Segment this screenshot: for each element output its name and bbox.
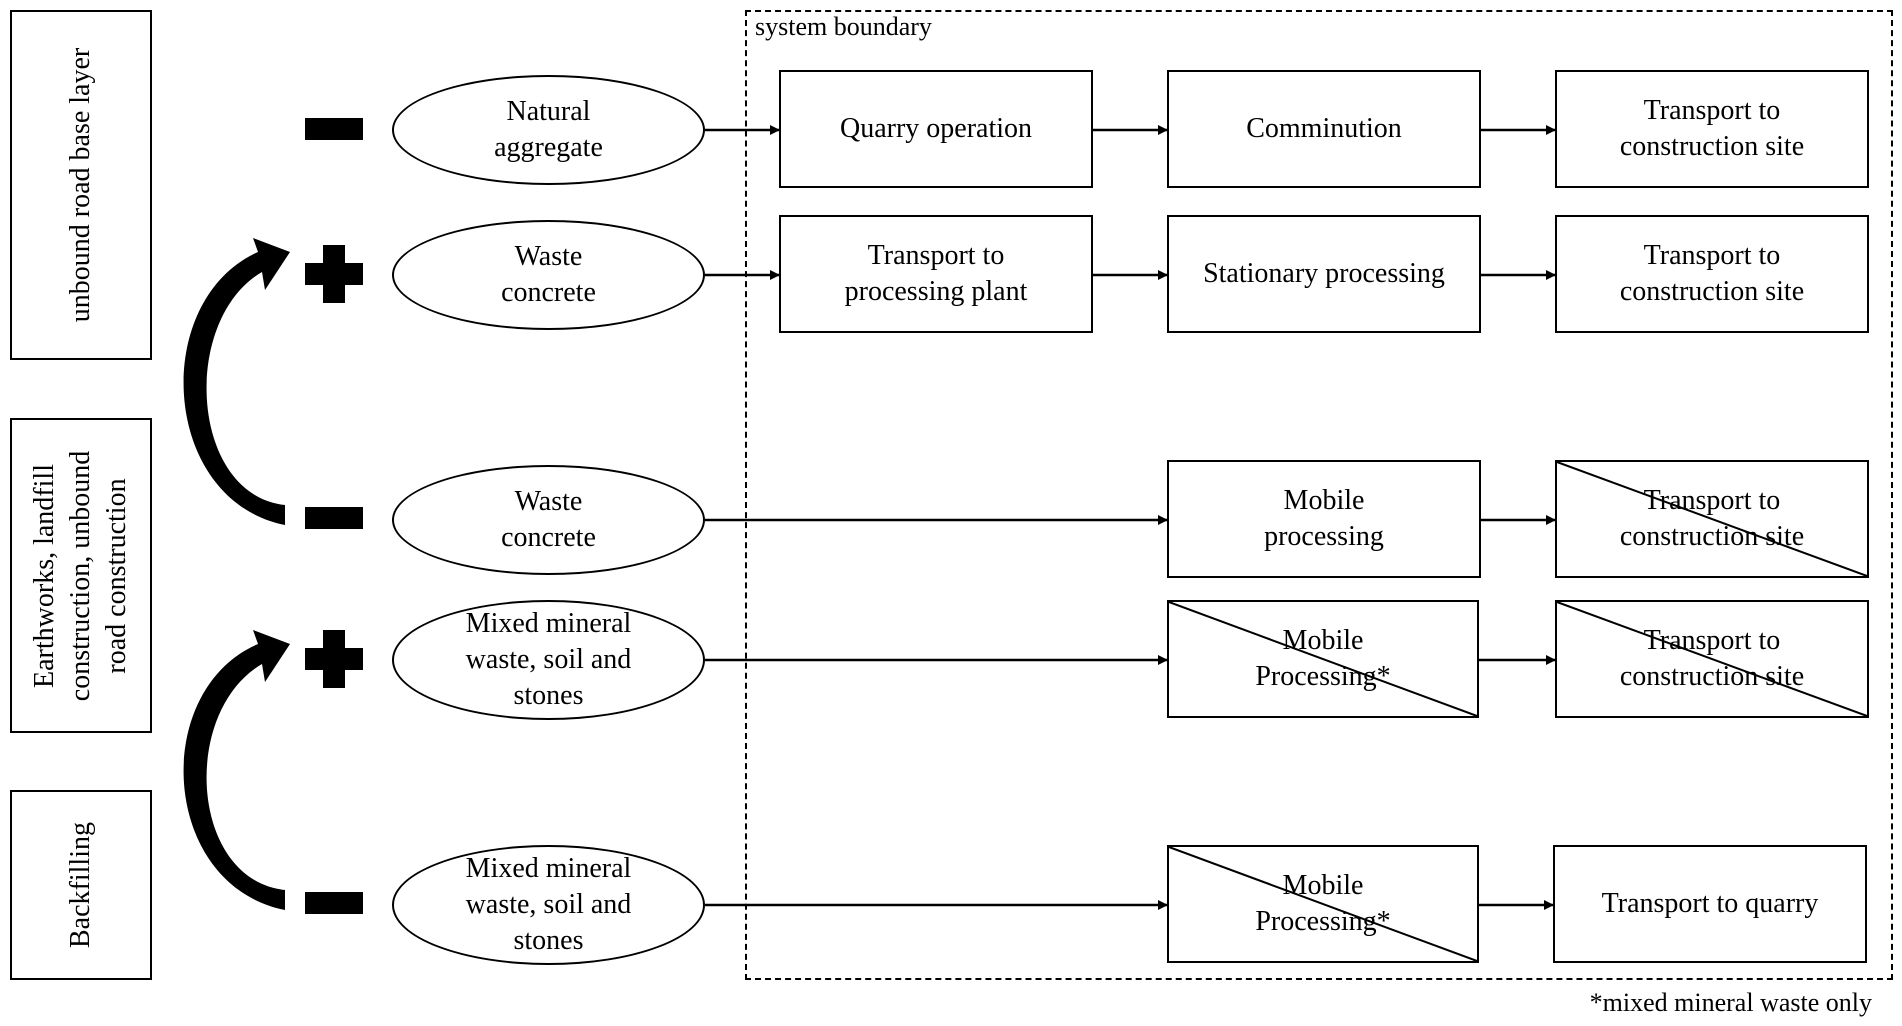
process-line: Mobile (1282, 870, 1364, 901)
minus-sign-mixed-mineral (305, 892, 363, 914)
footnote: *mixed mineral waste only (1589, 988, 1872, 1017)
process-comminution: Comminution (1167, 70, 1481, 188)
process-line: Mobile (1282, 625, 1364, 656)
process-label: Transport to quarry (1601, 888, 1819, 919)
material-line: concrete (501, 522, 596, 553)
process-mobile-processing-1: Mobile processing (1167, 460, 1481, 578)
process-line: Transport to (1643, 240, 1781, 271)
material-mixed-mineral-plus: Mixed mineral waste, soil and stones (392, 600, 705, 720)
process-label: Transport to construction site (1620, 238, 1804, 310)
material-mixed-mineral-minus: Mixed mineral waste, soil and stones (392, 845, 705, 965)
material-line: Waste (514, 241, 583, 272)
material-line: Mixed mineral (465, 608, 632, 639)
process-label: Comminution (1246, 113, 1402, 144)
strike-through-line (1557, 602, 1867, 716)
material-line: stones (513, 925, 584, 956)
use-earthworks: Earthworks, landfill construction, unbou… (10, 418, 152, 733)
material-line: Waste (514, 486, 583, 517)
process-quarry-operation: Quarry operation (779, 70, 1093, 188)
material-line: stones (513, 680, 584, 711)
use-backfilling-label: Backfilling (64, 822, 96, 948)
material-line: waste, soil and (465, 644, 632, 675)
system-boundary (745, 10, 1893, 980)
process-transport-construction-site-1: Transport to construction site (1555, 70, 1869, 188)
process-line: processing plant (844, 276, 1028, 307)
process-line: construction site (1619, 131, 1805, 162)
material-line: waste, soil and (465, 889, 632, 920)
process-line: Processing* (1255, 906, 1391, 937)
use-earthworks-line2: construction, unbound (65, 450, 97, 701)
process-line: construction site (1619, 521, 1805, 552)
use-earthworks-line1: Earthworks, landfill (29, 463, 61, 688)
process-line: construction site (1619, 276, 1805, 307)
material-line: Mixed mineral (465, 853, 632, 884)
process-line: Transport to (867, 240, 1005, 271)
minus-sign-waste-concrete (305, 507, 363, 529)
process-line: Mobile (1283, 485, 1365, 516)
material-waste-concrete-plus: Waste concrete (392, 220, 705, 330)
process-line: Transport to (1643, 485, 1781, 516)
process-transport-construction-site-3: Transport to construction site (1555, 460, 1869, 578)
plus-sign-mixed-mineral-v (323, 630, 345, 688)
process-label: Transport to construction site (1620, 623, 1804, 695)
material-line: aggregate (494, 132, 603, 163)
strike-through-line (1557, 462, 1867, 576)
process-line: construction site (1619, 661, 1805, 692)
process-label: Transport to processing plant (845, 238, 1028, 310)
material-line: concrete (501, 277, 596, 308)
process-label: Mobile processing (1264, 483, 1384, 555)
system-boundary-label: system boundary (755, 12, 932, 41)
use-backfilling: Backfilling (10, 790, 152, 980)
process-label: Quarry operation (839, 113, 1033, 144)
substitution-arrow-upper (183, 238, 290, 525)
process-transport-to-quarry: Transport to quarry (1553, 845, 1867, 963)
substitution-arrow-lower (183, 630, 290, 910)
use-unbound-road-base-label: unbound road base layer (65, 47, 96, 323)
use-earthworks-line3: road construction (101, 477, 133, 674)
process-line: processing (1264, 521, 1384, 552)
process-transport-processing-plant: Transport to processing plant (779, 215, 1093, 333)
material-line: Natural (506, 96, 591, 127)
process-label: Transport to construction site (1620, 93, 1804, 165)
process-label: Stationary processing (1203, 258, 1445, 289)
use-unbound-road-base: unbound road base layer (10, 10, 152, 360)
strike-through-line (1169, 602, 1477, 716)
process-transport-construction-site-4: Transport to construction site (1555, 600, 1869, 718)
use-earthworks-label: Earthworks, landfill construction, unbou… (27, 450, 135, 700)
process-stationary-processing: Stationary processing (1167, 215, 1481, 333)
strike-through-line (1169, 847, 1477, 961)
process-transport-construction-site-2: Transport to construction site (1555, 215, 1869, 333)
process-line: Transport to (1643, 625, 1781, 656)
process-label: Transport to construction site (1620, 483, 1804, 555)
material-natural-aggregate: Natural aggregate (392, 75, 705, 185)
process-line: Transport to (1643, 95, 1781, 126)
process-line: Processing* (1255, 661, 1391, 692)
minus-sign-natural-aggregate (305, 118, 363, 140)
material-waste-concrete-minus: Waste concrete (392, 465, 705, 575)
plus-sign-waste-concrete-v (323, 245, 345, 303)
